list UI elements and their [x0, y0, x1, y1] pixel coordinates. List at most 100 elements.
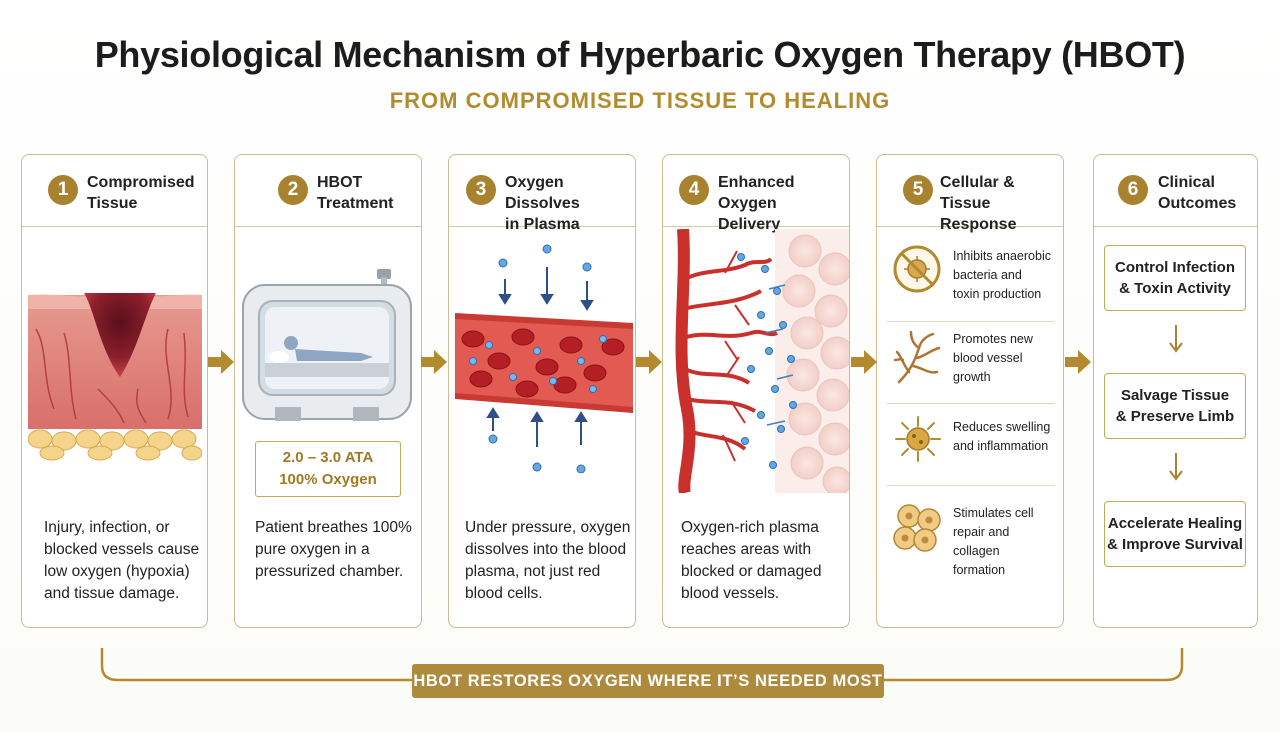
step-title-line: Cellular & Tissue	[940, 174, 1015, 212]
step-title-line: Tissue	[87, 195, 138, 212]
step-panel-5: 5 Cellular & Tissue Response Inhibits an…	[876, 154, 1064, 628]
step-number-badge: 3	[466, 175, 496, 205]
oxygen-delivery-illustration	[675, 229, 849, 493]
step-header-2: 2 HBOT Treatment	[235, 155, 421, 227]
oxygen-concentration: 100% Oxygen	[279, 471, 377, 488]
step-header-3: 3 Oxygen Dissolves in Plasma	[449, 155, 635, 233]
outcome-line: Control Infection	[1115, 259, 1235, 276]
step-title-line: HBOT	[317, 174, 363, 191]
description-line: Under pressure, oxygen	[465, 519, 631, 536]
step-title: HBOT Treatment	[317, 172, 393, 214]
description-line: blood vessels.	[681, 585, 780, 602]
outcome-box: Accelerate Healing & Improve Survival	[1104, 501, 1246, 567]
step-description: Patient breathes 100% pure oxygen in a p…	[255, 517, 412, 583]
outcome-line: & Improve Survival	[1107, 536, 1243, 553]
description-line: dissolves into the blood	[465, 541, 627, 558]
step-title: Clinical Outcomes	[1158, 172, 1236, 214]
description-line: blocked or damaged	[681, 563, 822, 580]
hyperbaric-chamber-illustration	[242, 269, 412, 421]
outcome-box: Control Infection & Toxin Activity	[1104, 245, 1246, 311]
step-description: Injury, infection, or blocked vessels ca…	[44, 517, 199, 605]
down-arrow-icon	[1169, 453, 1183, 481]
step-number-badge: 5	[903, 175, 933, 205]
outcome-line: Accelerate Healing	[1107, 515, 1243, 532]
response-line: blood vessel	[953, 351, 1023, 365]
step-number-badge: 2	[278, 175, 308, 205]
response-line: collagen formation	[953, 544, 1006, 577]
step-title-line: Outcomes	[1158, 195, 1237, 212]
description-line: and tissue damage.	[44, 585, 180, 602]
description-line: blocked vessels cause	[44, 541, 200, 558]
step-title: Enhanced Oxygen Delivery	[718, 172, 849, 235]
step-header-4: 4 Enhanced Oxygen Delivery	[663, 155, 849, 233]
wound-tissue-illustration	[28, 293, 202, 461]
description-line: plasma, not just red	[465, 563, 601, 580]
step-title: Cellular & Tissue Response	[940, 172, 1063, 235]
outcome-line: Salvage Tissue	[1120, 387, 1230, 404]
step-description: Under pressure, oxygen dissolves into th…	[465, 517, 630, 605]
step-panel-2: 2 HBOT Treatment 2.0 – 3.0 ATA 100% Oxyg…	[234, 154, 422, 628]
step-title-line: Enhanced Oxygen	[718, 174, 795, 212]
description-line: blood cells.	[465, 585, 543, 602]
description-line: pure oxygen in a	[255, 541, 370, 558]
outcome-line: & Preserve Limb	[1115, 408, 1235, 425]
response-line: bacteria and	[953, 268, 1022, 282]
description-line: low oxygen (hypoxia)	[44, 563, 190, 580]
step-panel-3: 3 Oxygen Dissolves in Plasma	[448, 154, 636, 628]
response-line: toxin production	[953, 287, 1042, 301]
step-title-line: Delivery	[718, 216, 781, 233]
response-line: Reduces swelling	[953, 420, 1051, 434]
description-line: reaches areas with	[681, 541, 812, 558]
step-header-5: 5 Cellular & Tissue Response	[877, 155, 1063, 233]
pressure-value: 2.0 – 3.0 ATA	[282, 449, 374, 466]
step-title-line: Compromised	[87, 174, 195, 191]
down-arrow-icon	[1169, 325, 1183, 353]
right-arrow-icon	[421, 350, 447, 374]
page-title: Physiological Mechanism of Hyperbaric Ox…	[94, 34, 1186, 75]
step-number-badge: 4	[679, 175, 709, 205]
response-line: Promotes new	[953, 332, 1033, 346]
step-number-badge: 6	[1118, 175, 1148, 205]
cells-icon	[893, 504, 941, 552]
step-title-line: Treatment	[317, 195, 394, 212]
step-panel-1: 1 Compromised Tissue	[21, 154, 208, 628]
response-line: and inflammation	[953, 439, 1049, 453]
no-bacteria-icon	[893, 245, 941, 293]
description-line: pressurized chamber.	[255, 563, 404, 580]
response-line: Stimulates cell	[953, 506, 1034, 520]
step-number-badge: 1	[48, 175, 78, 205]
right-arrow-icon	[851, 350, 877, 374]
step-title-line: Response	[940, 216, 1017, 233]
step-description: Oxygen-rich plasma reaches areas with bl…	[681, 517, 821, 605]
summary-banner: HBOT RESTORES OXYGEN WHERE IT’S NEEDED M…	[412, 664, 884, 698]
response-text: Inhibits anaerobic bacteria and toxin pr…	[953, 247, 1051, 304]
step-header-6: 6 Clinical Outcomes	[1094, 155, 1257, 227]
description-line: Oxygen-rich plasma	[681, 519, 819, 536]
outcome-box: Salvage Tissue & Preserve Limb	[1104, 373, 1246, 439]
step-title: Oxygen Dissolves in Plasma	[505, 172, 635, 235]
right-arrow-icon	[1065, 350, 1091, 374]
response-line: Inhibits anaerobic	[953, 249, 1051, 263]
response-item: Inhibits anaerobic bacteria and toxin pr…	[887, 239, 1055, 321]
response-item: Reduces swelling and inflammation	[887, 403, 1055, 485]
step-header-1: 1 Compromised Tissue	[22, 155, 207, 227]
right-arrow-icon	[636, 350, 662, 374]
response-line: repair and	[953, 525, 1010, 539]
response-line: growth	[953, 370, 991, 384]
step-title: Compromised Tissue	[87, 172, 195, 214]
step-panel-4: 4 Enhanced Oxygen Delivery	[662, 154, 850, 628]
response-item: Promotes new blood vessel growth	[887, 321, 1055, 403]
description-line: Patient breathes 100%	[255, 519, 412, 536]
blood-vessel-icon	[893, 330, 941, 384]
right-arrow-icon	[208, 350, 234, 374]
step-title-line: Oxygen Dissolves	[505, 174, 580, 212]
response-text: Stimulates cell repair and collagen form…	[953, 504, 1055, 580]
page-subtitle: FROM COMPROMISED TISSUE TO HEALING	[389, 88, 891, 113]
inflammation-icon	[895, 416, 941, 462]
response-text: Promotes new blood vessel growth	[953, 330, 1033, 387]
response-text: Reduces swelling and inflammation	[953, 418, 1050, 456]
pressure-setting-box: 2.0 – 3.0 ATA 100% Oxygen	[255, 441, 401, 497]
step-title-line: Clinical	[1158, 174, 1215, 191]
